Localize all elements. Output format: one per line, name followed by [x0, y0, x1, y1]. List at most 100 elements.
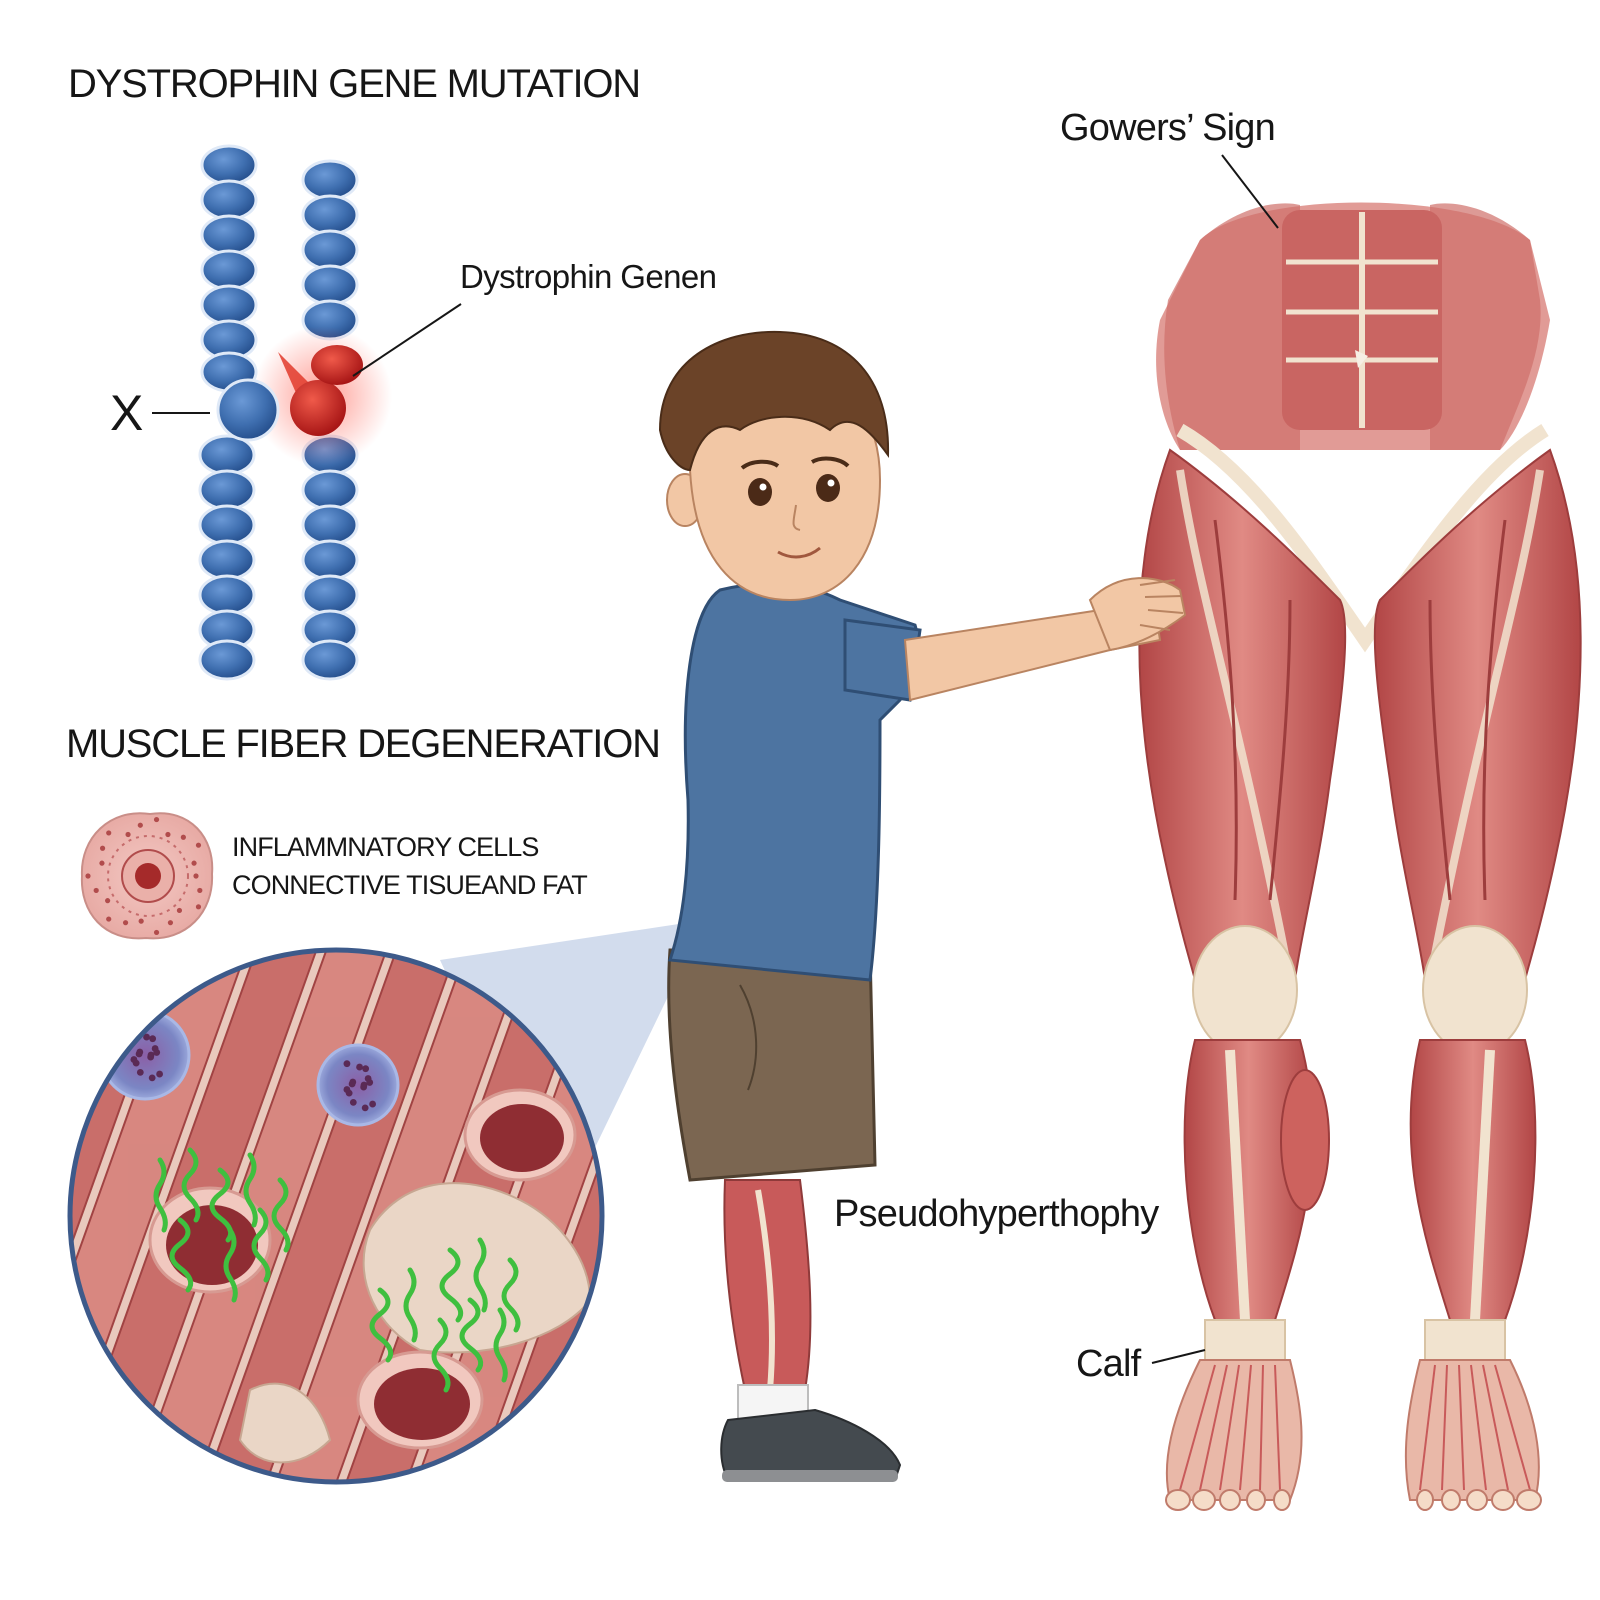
cell-dot	[99, 845, 106, 851]
boy-shin-band	[755, 1189, 775, 1391]
chromosome-bead-left-5	[200, 284, 258, 326]
cell-dot	[125, 831, 131, 838]
foot-tendon-left	[1219, 1364, 1240, 1491]
external-oblique-left	[1164, 203, 1300, 450]
legend-line-1: INFLAMMNATORY CELLS	[232, 832, 539, 862]
cell-dot	[176, 907, 183, 914]
cell-granule	[149, 1035, 157, 1043]
toes	[1165, 1489, 1542, 1511]
cell-granule	[349, 1078, 357, 1086]
rectus-abdominis	[1282, 210, 1442, 430]
fiber-core-3	[374, 1368, 470, 1440]
right-muscle-groove-2	[1428, 599, 1452, 901]
chromosome-bead-left-9	[198, 469, 256, 511]
cell-granule	[148, 1074, 156, 1082]
toe-right	[1516, 1489, 1542, 1511]
cell-granule	[143, 1033, 150, 1041]
fibrosis-strand	[501, 1257, 521, 1333]
cell-granule	[130, 1056, 138, 1063]
cell-dot	[180, 834, 186, 840]
fibrosis-strand	[153, 1157, 168, 1233]
cell-dot	[191, 860, 197, 866]
eye-highlight-right	[827, 479, 835, 487]
fibrosis-strand	[431, 1317, 451, 1393]
foot-tendon-left	[1274, 1364, 1281, 1491]
cell-granule	[343, 1060, 351, 1068]
right-ankle	[1424, 1319, 1506, 1361]
chromosome-bead-left-2	[200, 179, 258, 221]
fiber-core-1	[166, 1205, 258, 1285]
fiber-core-2	[480, 1104, 564, 1172]
boy-shoe-sole	[722, 1470, 898, 1482]
dystrophin-gene-locus	[311, 345, 363, 385]
cell-dot	[193, 873, 199, 879]
fibrosis-strand	[251, 1207, 271, 1283]
fibrosis-strands	[153, 1147, 521, 1393]
chromosome-bead-right-9	[301, 539, 359, 581]
x-chromosome-diagram	[198, 144, 392, 681]
chromosome-bead-right-7	[301, 469, 359, 511]
pseudohypertrophy-label: Pseudohyperthophy	[834, 1193, 1159, 1235]
dystrophin-gene-label: Dystrophin Genen	[460, 258, 716, 295]
fibrosis-strand	[271, 1177, 291, 1253]
right-kneecap	[1422, 925, 1528, 1055]
cell-granule	[356, 1063, 363, 1071]
chromosome-bead-left-8	[198, 434, 256, 476]
foot-tendon-right	[1470, 1364, 1487, 1491]
muscle-fiber-zoom	[0, 940, 605, 1500]
cell-dot	[122, 920, 129, 926]
left-ankle	[1204, 1319, 1286, 1361]
right-muscle-groove-1	[1482, 519, 1507, 901]
foot-tendon-right	[1482, 1364, 1509, 1491]
cell-dot	[195, 842, 202, 848]
toe-left	[1165, 1489, 1191, 1511]
chromatid-left	[198, 144, 258, 681]
enlarged-calf-muscle	[1280, 1069, 1330, 1211]
boy-figure	[658, 330, 1187, 1482]
foot-tendon-left	[1259, 1364, 1264, 1491]
foot-tendons	[1179, 1364, 1531, 1491]
muscle-fiber-band	[0, 940, 40, 1500]
fibrosis-strand	[439, 1247, 464, 1323]
fibrosis-strand	[459, 1297, 484, 1373]
foot-tendon-right	[1441, 1364, 1448, 1491]
cell-granule	[343, 1086, 351, 1093]
cell-dot	[99, 860, 105, 866]
fibrosis-strand	[223, 1227, 238, 1303]
left-tibia-band	[1225, 1049, 1250, 1321]
shorts-pocket	[739, 984, 758, 1091]
cell-dot	[153, 816, 160, 823]
foot-tendon-right	[1494, 1364, 1531, 1491]
chromosome-bead-left-10	[198, 504, 256, 546]
toe-left	[1219, 1489, 1241, 1511]
fibrosis-strand	[243, 1152, 258, 1228]
left-sartorius-line	[1176, 469, 1294, 981]
x-chromosome-label: X	[110, 385, 143, 441]
boy-hair	[658, 330, 890, 472]
fibrosis-strand	[181, 1147, 201, 1223]
navel	[1355, 350, 1368, 368]
toe-right	[1491, 1489, 1515, 1511]
toe-right	[1416, 1489, 1434, 1511]
boy-nose	[792, 504, 801, 531]
cell-granule	[349, 1098, 357, 1106]
centromere-left	[216, 378, 280, 442]
leg-muscle-anatomy	[1138, 202, 1582, 1511]
left-muscle-groove-2	[1268, 599, 1292, 901]
muscle-fiber-band	[70, 950, 252, 1482]
calf-label: Calf	[1076, 1343, 1142, 1385]
boy-eyebrows	[740, 456, 850, 470]
boy-fingers	[1139, 579, 1184, 631]
gowers-sign-label: Gowers’ Sign	[1060, 107, 1275, 149]
cell-dot	[106, 916, 112, 922]
cell-granule	[366, 1079, 374, 1086]
fibrosis-strand	[403, 1267, 418, 1343]
fibrosis-strand	[493, 1307, 508, 1383]
foot-tendon-right	[1419, 1364, 1436, 1491]
left-muscle-groove-1	[1213, 519, 1238, 901]
cell-granule	[130, 1030, 138, 1038]
zoom-cone	[440, 920, 705, 1220]
cell-dot	[165, 831, 171, 838]
fibrosis-strand	[369, 1287, 394, 1363]
cell-granule	[361, 1104, 369, 1112]
